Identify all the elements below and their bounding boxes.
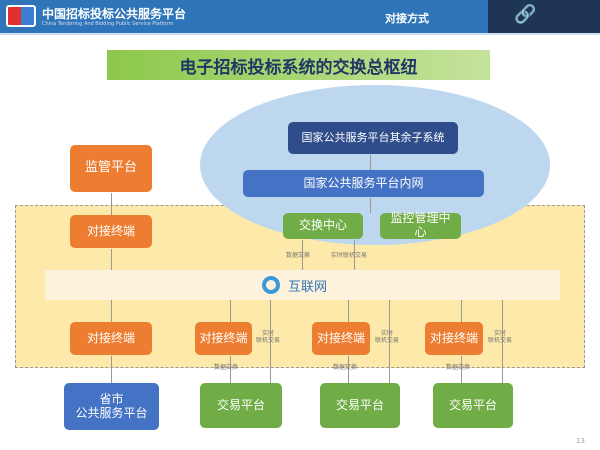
monitor-center-box: 监控管理中心 bbox=[380, 211, 461, 239]
terminal-box: 对接终端 bbox=[195, 322, 252, 355]
connector bbox=[348, 356, 349, 383]
connector bbox=[111, 193, 112, 215]
logo-icon bbox=[6, 5, 36, 27]
realtime-label: 实时 联机交易 bbox=[488, 330, 513, 345]
page-number: 13 bbox=[576, 437, 585, 445]
terminal-box: 对接终端 bbox=[425, 322, 483, 355]
trading-platform-box: 交易平台 bbox=[200, 383, 282, 428]
connector bbox=[302, 240, 303, 270]
realtime-label: 实时 联机交易 bbox=[256, 330, 281, 345]
connector bbox=[270, 300, 271, 383]
terminal-box: 对接终端 bbox=[70, 322, 152, 355]
connector bbox=[111, 300, 112, 322]
link-icon: 🔗 bbox=[514, 4, 537, 25]
data-exchange-label: 数据交换 bbox=[446, 364, 471, 371]
connector bbox=[111, 356, 112, 383]
logo-subtitle: China Tendering And Bidding Public Servi… bbox=[42, 21, 174, 27]
national-cloud bbox=[200, 85, 550, 245]
connector bbox=[502, 300, 503, 383]
terminal-box: 对接终端 bbox=[70, 215, 152, 248]
trading-platform-box: 交易平台 bbox=[433, 383, 513, 428]
realtime-label: 实时联机交易 bbox=[331, 252, 368, 259]
connector bbox=[230, 356, 231, 383]
supervision-platform-box: 监管平台 bbox=[70, 145, 152, 192]
connector bbox=[461, 356, 462, 383]
realtime-label: 实时 联机交易 bbox=[375, 330, 400, 345]
logo-title: 中国招标投标公共服务平台 bbox=[42, 7, 187, 21]
section-title: 对接方式 bbox=[385, 12, 429, 25]
subsystems-box: 国家公共服务平台其余子系统 bbox=[288, 122, 458, 154]
page-title: 电子招标投标系统的交换总枢纽 bbox=[107, 50, 490, 80]
connector bbox=[370, 155, 371, 170]
data-exchange-label: 数据交换 bbox=[214, 364, 239, 371]
intranet-box: 国家公共服务平台内网 bbox=[243, 170, 484, 197]
connector bbox=[370, 198, 371, 213]
header-link-area bbox=[488, 0, 600, 33]
terminal-box: 对接终端 bbox=[312, 322, 370, 355]
province-platform-box: 省市 公共服务平台 bbox=[64, 383, 159, 430]
connector bbox=[354, 240, 355, 270]
connector bbox=[389, 300, 390, 383]
connector bbox=[111, 249, 112, 270]
exchange-center-box: 交换中心 bbox=[283, 213, 363, 239]
data-exchange-label: 数据交换 bbox=[333, 364, 358, 371]
connector bbox=[230, 300, 231, 322]
data-exchange-label: 数据交换 bbox=[286, 252, 311, 259]
header-divider bbox=[0, 33, 600, 35]
internet-band bbox=[45, 270, 560, 300]
internet-label: 互联网 bbox=[288, 280, 328, 295]
connector bbox=[461, 300, 462, 322]
connector bbox=[348, 300, 349, 322]
internet-icon bbox=[262, 276, 280, 294]
trading-platform-box: 交易平台 bbox=[320, 383, 400, 428]
